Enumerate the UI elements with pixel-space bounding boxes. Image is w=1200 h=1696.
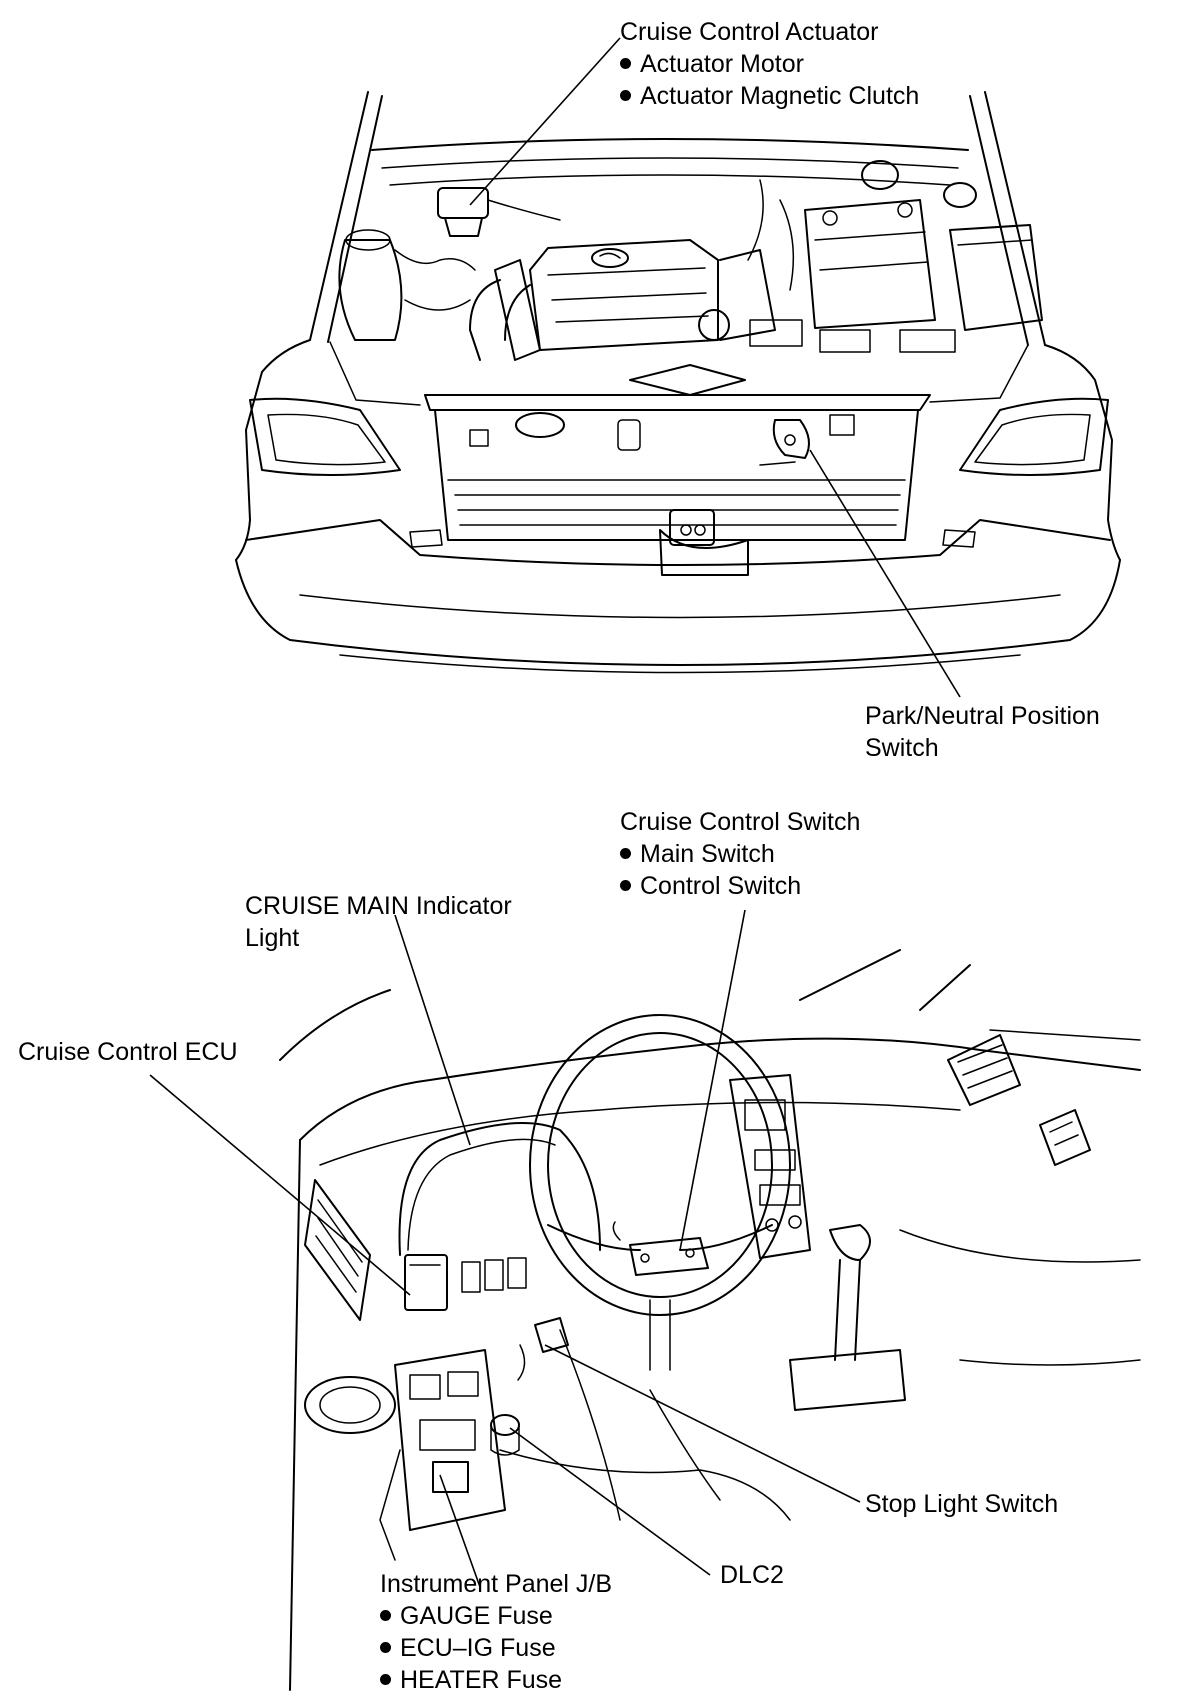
dashboard-illustration	[279, 949, 1141, 1691]
label-dlc2: DLC2	[720, 1559, 784, 1591]
leader-lines	[149, 37, 961, 1588]
jb-item-gauge: GAUGE Fuse	[380, 1600, 612, 1632]
ccswitch-item-control: Control Switch	[620, 870, 860, 902]
bullet-icon	[620, 90, 631, 101]
actuator-item-motor: Actuator Motor	[620, 48, 919, 80]
label-cruise-control-ecu: Cruise Control ECU	[18, 1036, 238, 1068]
bullet-icon	[620, 880, 631, 891]
stoplight-title: Stop Light Switch	[865, 1490, 1059, 1518]
ccswitch-item-main: Main Switch	[620, 838, 860, 870]
actuator-item-clutch: Actuator Magnetic Clutch	[620, 80, 919, 112]
indicator-line2: Light	[245, 924, 300, 952]
indicator-line1: CRUISE MAIN Indicator	[245, 892, 512, 920]
ccswitch-title: Cruise Control Switch	[620, 808, 861, 836]
bullet-icon	[380, 1674, 391, 1685]
jb-item-ecu-ig: ECU–IG Fuse	[380, 1632, 612, 1664]
jb-item-heater: HEATER Fuse	[380, 1664, 612, 1696]
bullet-icon	[380, 1642, 391, 1653]
bullet-icon	[620, 58, 631, 69]
label-cruise-control-actuator: Cruise Control Actuator Actuator Motor A…	[620, 16, 919, 112]
bullet-icon	[620, 848, 631, 859]
dlc2-title: DLC2	[720, 1561, 784, 1589]
label-cruise-control-switch: Cruise Control Switch Main Switch Contro…	[620, 806, 860, 902]
label-instrument-panel-jb: Instrument Panel J/B GAUGE Fuse ECU–IG F…	[380, 1568, 612, 1696]
jb-title: Instrument Panel J/B	[380, 1570, 613, 1598]
ecu-title: Cruise Control ECU	[18, 1038, 238, 1066]
label-park-neutral-position-switch: Park/Neutral Position Switch	[865, 700, 1100, 764]
pnp-line2: Switch	[865, 734, 939, 762]
engine-compartment-illustration	[235, 91, 1121, 674]
pnp-line1: Park/Neutral Position	[865, 702, 1100, 730]
bullet-icon	[380, 1610, 391, 1621]
actuator-title: Cruise Control Actuator	[620, 18, 879, 46]
label-cruise-main-indicator-light: CRUISE MAIN Indicator Light	[245, 890, 512, 954]
label-stop-light-switch: Stop Light Switch	[865, 1488, 1058, 1520]
